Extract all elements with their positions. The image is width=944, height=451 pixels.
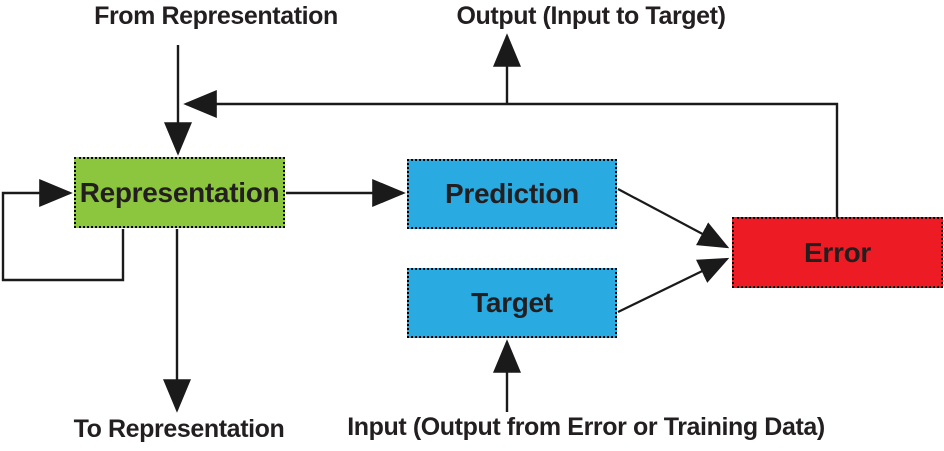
from-representation-label: From Representation bbox=[94, 2, 338, 30]
target-node: Target bbox=[407, 268, 617, 338]
edge-prediction-to-error bbox=[617, 188, 730, 249]
edge-error-feedback-to-representation bbox=[183, 90, 839, 217]
to-representation-label: To Representation bbox=[73, 415, 285, 443]
prediction-node-label: Prediction bbox=[445, 178, 579, 209]
input-label: Input (Output from Error or Training Dat… bbox=[347, 413, 825, 441]
representation-node-label: Representation bbox=[79, 176, 280, 208]
error-node-label: Error bbox=[804, 236, 871, 268]
error-node: Error bbox=[732, 217, 943, 288]
edge-representation-self-loop bbox=[1, 179, 125, 282]
prediction-node: Prediction bbox=[407, 159, 617, 229]
target-node-label: Target bbox=[471, 287, 553, 318]
representation-node: Representation bbox=[74, 157, 285, 228]
output-label: Output (Input to Target) bbox=[456, 2, 726, 30]
edge-target-to-error bbox=[617, 257, 730, 313]
